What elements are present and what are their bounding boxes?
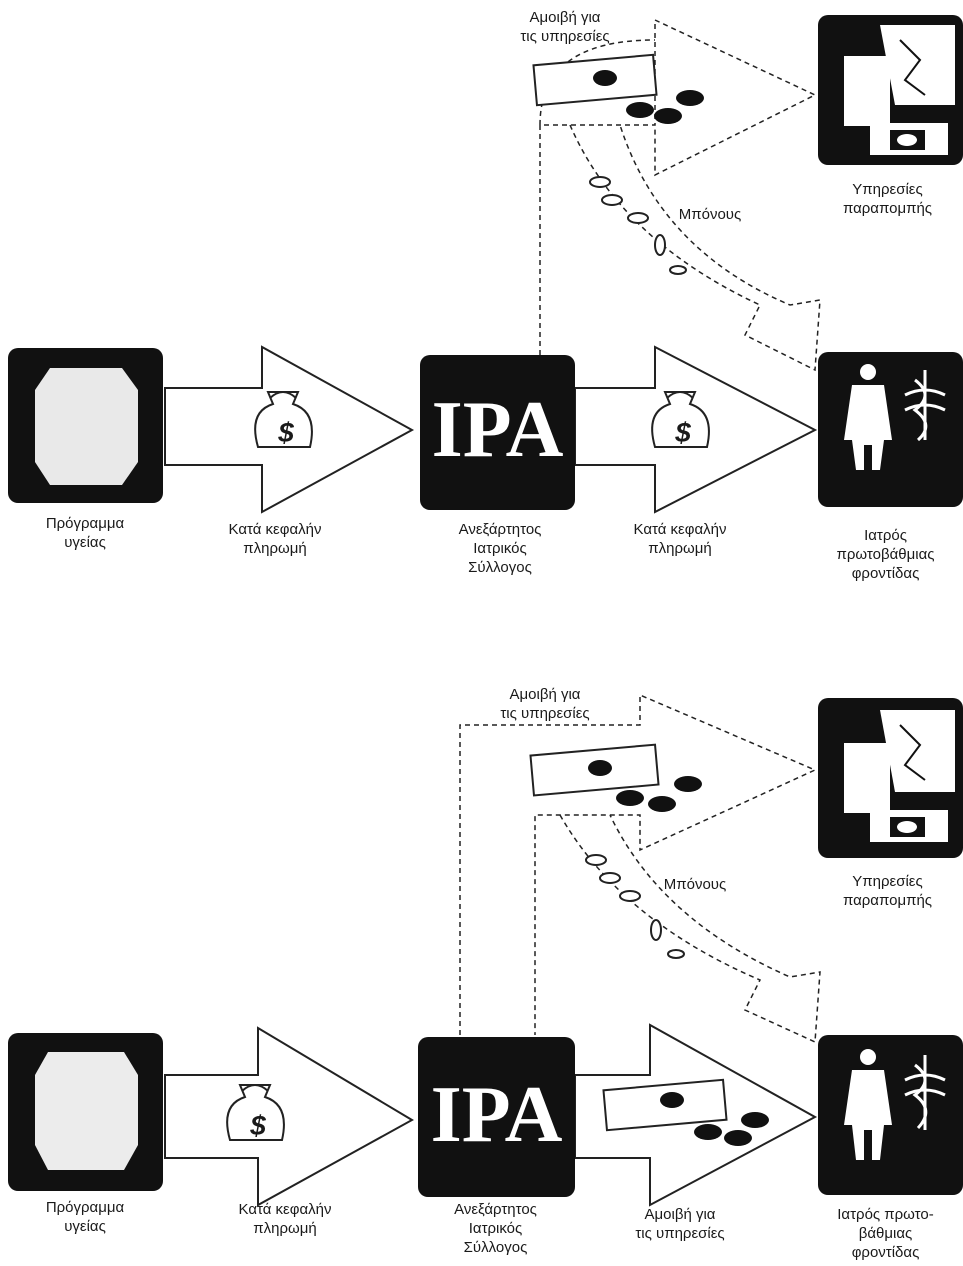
- ipa-logo-box: [420, 355, 575, 510]
- ecg-printout-icon: [880, 25, 955, 105]
- diagram-panel-top: IPA $ $ Πρόγραμμα υγείας Κατά κεφαλήν πλ…: [0, 0, 963, 620]
- computer-icon: [842, 54, 892, 128]
- caduceus-icon: [904, 370, 946, 442]
- falling-coins-icon: [585, 854, 685, 959]
- capitation-label-1: Κατά κεφαλήν πληρωμή: [228, 521, 322, 557]
- ipa-logo-text: IPA: [430, 1071, 563, 1159]
- flow-graphic-top: [8, 15, 963, 514]
- money-stack-icon: [529, 743, 702, 812]
- dashed-arrow-bonus: [559, 814, 821, 1044]
- money-bag-icon: [254, 391, 313, 448]
- doctor-icon: [844, 1049, 892, 1160]
- primary-doctor-label: Ιατρός πρωτο- βάθμιας φροντίδας: [837, 1206, 934, 1261]
- capitation-label: Κατά κεφαλήν πληρωμή: [238, 1201, 332, 1237]
- dashed-arrow-bonus: [569, 124, 821, 372]
- bonus-label: Μπόνους: [678, 206, 742, 223]
- primary-doctor-label: Ιατρός πρωτοβάθμιας φροντίδας: [836, 527, 935, 582]
- money-stack-icon: [602, 1078, 769, 1146]
- ipa-logo-box: [418, 1037, 575, 1197]
- ipa-label: Ανεξάρτητος Ιατρικός Σύλλογος: [454, 1201, 537, 1256]
- caduceus-icon: [904, 1055, 946, 1130]
- bonus-label: Μπόνους: [663, 876, 727, 893]
- referral-services-label: Υπηρεσίες παραπομπής: [842, 181, 933, 217]
- health-plan-label: Πρόγραμμα υγείας: [45, 1199, 125, 1235]
- health-plan-label: Πρόγραμμα υγείας: [45, 515, 125, 551]
- money-stack-icon: [532, 53, 704, 124]
- fee-for-service-label-2: Αμοιβή για τις υπηρεσίες: [635, 1206, 725, 1242]
- fee-for-service-label: Αμοιβή για τις υπηρεσίες: [520, 9, 610, 45]
- ecg-printout-icon: [880, 710, 955, 792]
- referral-services-label: Υπηρεσίες παραπομπής: [842, 873, 933, 909]
- ipa-label: Ανεξάρτητος Ιατρικός Σύλλογος: [458, 521, 542, 576]
- money-bag-icon: [651, 391, 710, 448]
- medical-cross-icon: [35, 1052, 138, 1170]
- ipa-logo-text: IPA: [431, 386, 564, 474]
- dashed-arrow-fee: [459, 693, 817, 1035]
- flow-graphic-bottom: [8, 693, 963, 1207]
- big-arrow-capitation: [164, 1026, 415, 1207]
- money-bag-icon: [226, 1084, 285, 1141]
- computer-icon: [842, 741, 892, 815]
- primary-doctor-box: [818, 352, 963, 507]
- falling-coins-icon: [589, 176, 687, 275]
- diagram-panel-bottom: IPA $ Πρόγραμμα υγείας Κατά κεφαλήν πληρ…: [0, 680, 963, 1266]
- medical-cross-icon: [35, 368, 138, 485]
- doctor-icon: [844, 364, 892, 470]
- dollar-sign: $: [250, 1110, 266, 1141]
- dollar-sign: $: [675, 417, 691, 448]
- dollar-sign: $: [278, 417, 294, 448]
- fee-for-service-label: Αμοιβή για τις υπηρεσίες: [500, 686, 590, 722]
- capitation-label-2: Κατά κεφαλήν πληρωμή: [633, 521, 727, 557]
